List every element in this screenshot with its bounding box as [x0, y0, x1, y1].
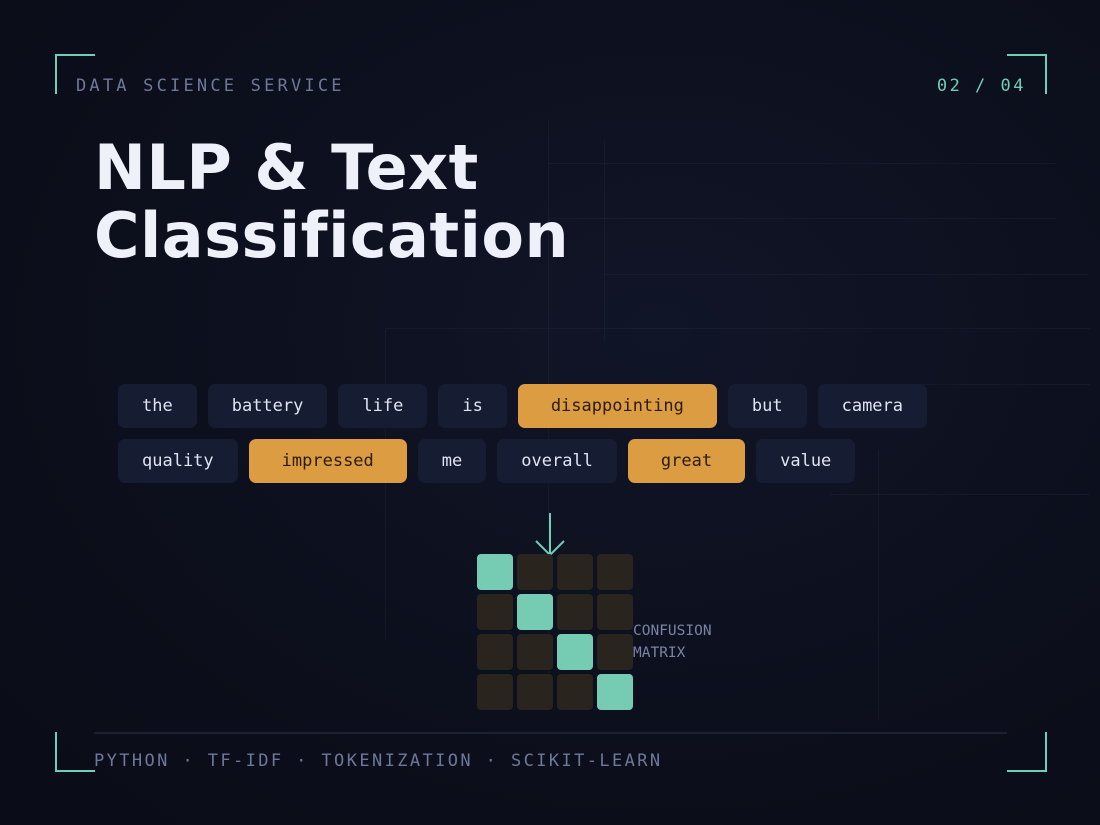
slide-counter: 02 / 04: [936, 76, 1026, 96]
matrix-cell-diagonal: [597, 674, 633, 710]
tech-tags: PYTHON · TF-IDF · TOKENIZATION · SCIKIT-…: [94, 751, 663, 771]
token-row-1: the battery life is disappointing but ca…: [118, 384, 928, 428]
matrix-cell: [517, 634, 553, 670]
bg-grid-line: [385, 328, 1090, 329]
matrix-cell: [597, 554, 633, 590]
matrix-label-line-2: MATRIX: [633, 645, 686, 661]
matrix-cell: [477, 594, 513, 630]
bg-grid-line: [385, 330, 386, 640]
token-chip: is: [438, 384, 507, 428]
matrix-label-line-1: CONFUSION: [633, 623, 712, 639]
title-line-2: Classification: [94, 199, 570, 272]
bg-grid-line: [878, 450, 879, 720]
title-line-1: NLP & Text: [94, 131, 479, 204]
token-chip: value: [756, 439, 856, 483]
bg-grid-line: [548, 218, 1056, 219]
bg-grid-line: [548, 163, 1056, 164]
arrow-down-icon: [535, 513, 565, 557]
token-chip: life: [338, 384, 428, 428]
token-chip: the: [118, 384, 197, 428]
matrix-cell-diagonal: [517, 594, 553, 630]
corner-bracket-top-right: [1007, 54, 1047, 94]
token-chip: quality: [118, 439, 238, 483]
corner-bracket-bottom-right: [1007, 732, 1047, 772]
matrix-cell: [517, 554, 553, 590]
matrix-cell: [477, 674, 513, 710]
token-chip-highlighted: great: [627, 439, 746, 483]
confusion-matrix: [477, 554, 633, 710]
corner-bracket-bottom-left: [55, 732, 95, 772]
token-chip: battery: [207, 384, 328, 428]
token-chip-highlighted: disappointing: [517, 384, 717, 428]
corner-bracket-top-left: [55, 54, 95, 94]
matrix-cell-diagonal: [557, 634, 593, 670]
token-chip: overall: [497, 439, 617, 483]
token-chip: camera: [817, 384, 928, 428]
matrix-cell: [557, 554, 593, 590]
matrix-cell-diagonal: [477, 554, 513, 590]
token-chip-highlighted: impressed: [248, 439, 407, 483]
footer-divider: [94, 732, 1007, 734]
section-eyebrow: DATA SCIENCE SERVICE: [76, 76, 345, 96]
matrix-cell: [557, 674, 593, 710]
matrix-cell: [477, 634, 513, 670]
matrix-cell: [557, 594, 593, 630]
token-sequence: the battery life is disappointing but ca…: [118, 384, 928, 494]
matrix-cell: [517, 674, 553, 710]
matrix-cell: [597, 634, 633, 670]
matrix-cell: [597, 594, 633, 630]
matrix-label: CONFUSION MATRIX: [633, 620, 712, 664]
token-row-2: quality impressed me overall great value: [118, 439, 918, 483]
token-chip: me: [417, 439, 487, 483]
token-chip: but: [727, 384, 807, 428]
bg-grid-line: [604, 140, 605, 340]
page-title: NLP & Text Classification: [94, 134, 569, 270]
bg-grid-line: [830, 494, 1090, 495]
bg-grid-line: [604, 274, 1088, 275]
bg-grid-line: [830, 384, 1090, 385]
